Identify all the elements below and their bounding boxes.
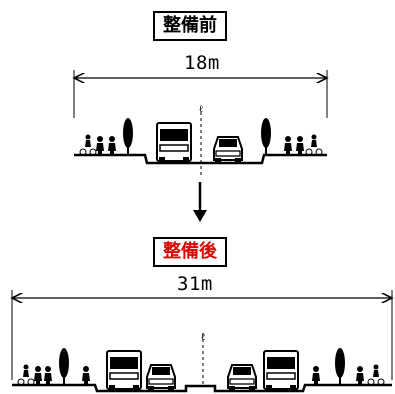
after-label: 整備後 (153, 237, 227, 267)
after-road-profile (12, 383, 392, 393)
bike-icon (367, 364, 385, 386)
before-width-text: 18m (184, 52, 220, 74)
after-width-text: 31m (177, 273, 213, 295)
before-label: 整備前 (153, 11, 227, 41)
pedestrian-icon (108, 136, 116, 155)
pedestrian-icon (296, 136, 304, 155)
tree-icon (335, 348, 345, 385)
pedestrian-icon (44, 366, 52, 385)
pedestrian-icon (284, 136, 292, 155)
bike-icon (79, 134, 97, 156)
car-icon (227, 364, 257, 392)
after-centerline-marker (200, 332, 206, 343)
car-icon (146, 364, 176, 392)
truck-icon (156, 122, 192, 164)
tree-icon (261, 118, 271, 155)
truck-icon (106, 350, 142, 392)
pedestrian-icon (96, 136, 104, 155)
pedestrian-icon (312, 366, 320, 385)
before-centerline-marker (198, 104, 204, 115)
before-road-profile (74, 153, 327, 165)
pedestrian-icon (34, 366, 42, 385)
tree-icon (123, 118, 133, 155)
pedestrian-icon (82, 366, 90, 385)
after-section (12, 290, 392, 393)
pedestrian-icon (356, 366, 364, 385)
truck-icon (263, 350, 299, 392)
car-icon (213, 136, 243, 164)
before-section (74, 70, 327, 178)
transition-arrow (193, 182, 207, 222)
bike-icon (305, 134, 323, 156)
tree-icon (59, 348, 69, 385)
bike-icon (17, 364, 35, 386)
